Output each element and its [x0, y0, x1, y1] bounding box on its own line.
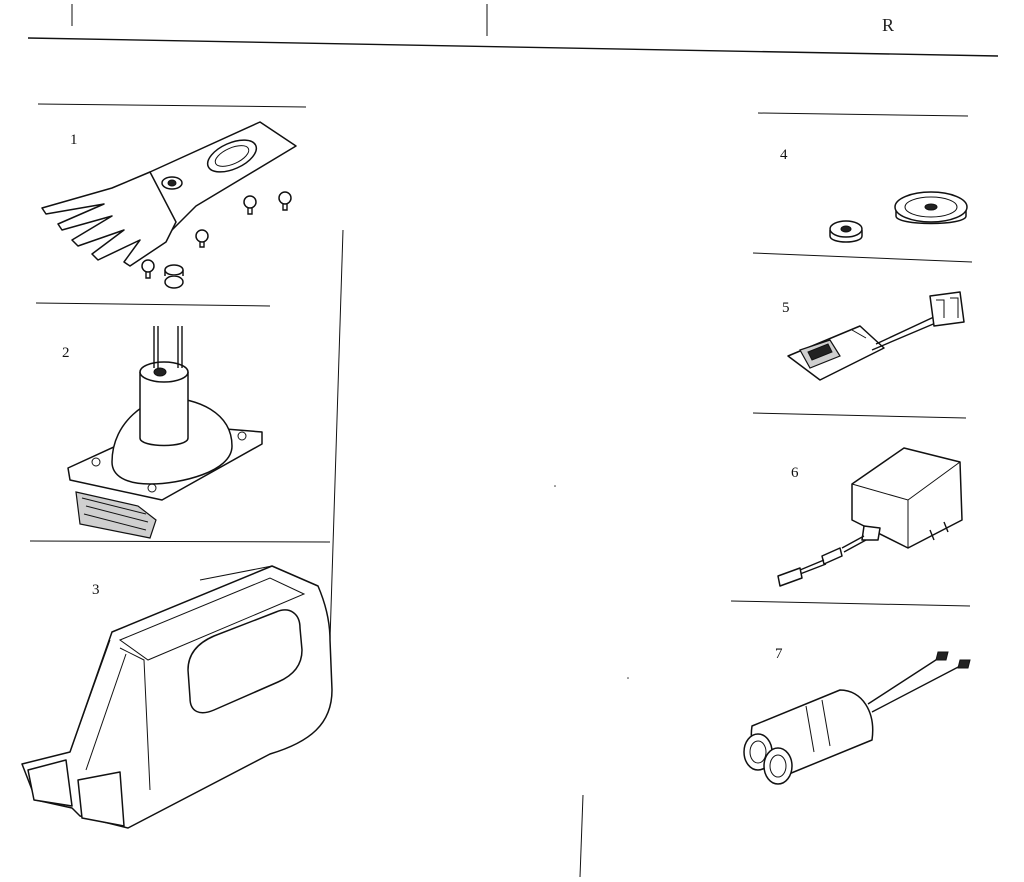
charger-adapter-icon — [777, 447, 963, 587]
motor-assembly-icon — [67, 326, 263, 539]
part-number-2: 2 — [62, 345, 70, 361]
part-number-3: 3 — [92, 582, 100, 598]
part-number-7: 7 — [775, 646, 783, 662]
part-number-4: 4 — [780, 147, 788, 163]
section-dividers — [29, 103, 973, 878]
gears-icon — [829, 191, 968, 243]
part-number-6: 6 — [791, 465, 799, 481]
scan-specks — [554, 485, 629, 679]
header-rule — [27, 4, 999, 57]
switch-assembly-icon — [787, 291, 965, 381]
blade-assembly-icon — [41, 121, 297, 289]
part-number-5: 5 — [782, 300, 790, 316]
handle-housing-icon — [21, 565, 333, 829]
battery-pack-icon — [743, 651, 971, 785]
part-number-1: 1 — [70, 132, 78, 148]
header-mark-right: R — [882, 15, 895, 35]
